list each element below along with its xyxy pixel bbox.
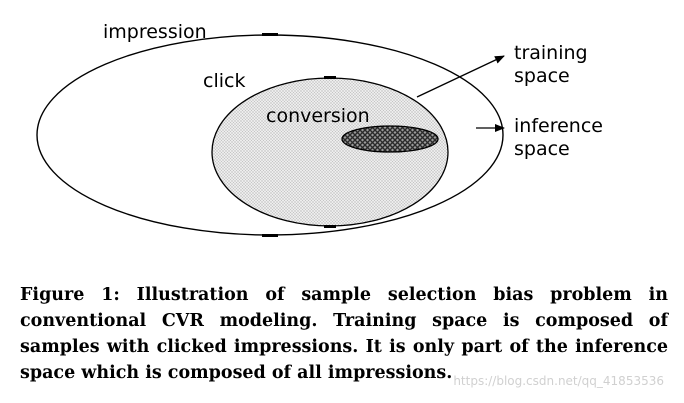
conversion-ellipse (341, 125, 439, 153)
caption-text: Illustration of sample selection bias pr… (20, 285, 668, 383)
inference-space-label-line1: inference (514, 115, 603, 137)
training-space-label-line2: space (514, 65, 570, 87)
impression-tick-bottom (262, 234, 278, 237)
watermark: https://blog.csdn.net/qq_41853536 (453, 374, 664, 388)
training-space-label-line1: training (514, 42, 588, 64)
click-label: click (203, 70, 245, 92)
impression-tick-top (262, 33, 278, 36)
click-tick-top (324, 76, 336, 79)
impression-label: impression (103, 21, 207, 43)
conversion-label: conversion (266, 105, 370, 127)
click-ellipse (211, 77, 449, 227)
click-tick-bottom (324, 225, 336, 228)
figure-caption: Figure 1: Illustration of sample selecti… (20, 282, 668, 386)
training-space-arrow (416, 55, 505, 98)
caption-label: Figure 1: (20, 285, 120, 305)
inference-space-label-line2: space (514, 138, 570, 160)
